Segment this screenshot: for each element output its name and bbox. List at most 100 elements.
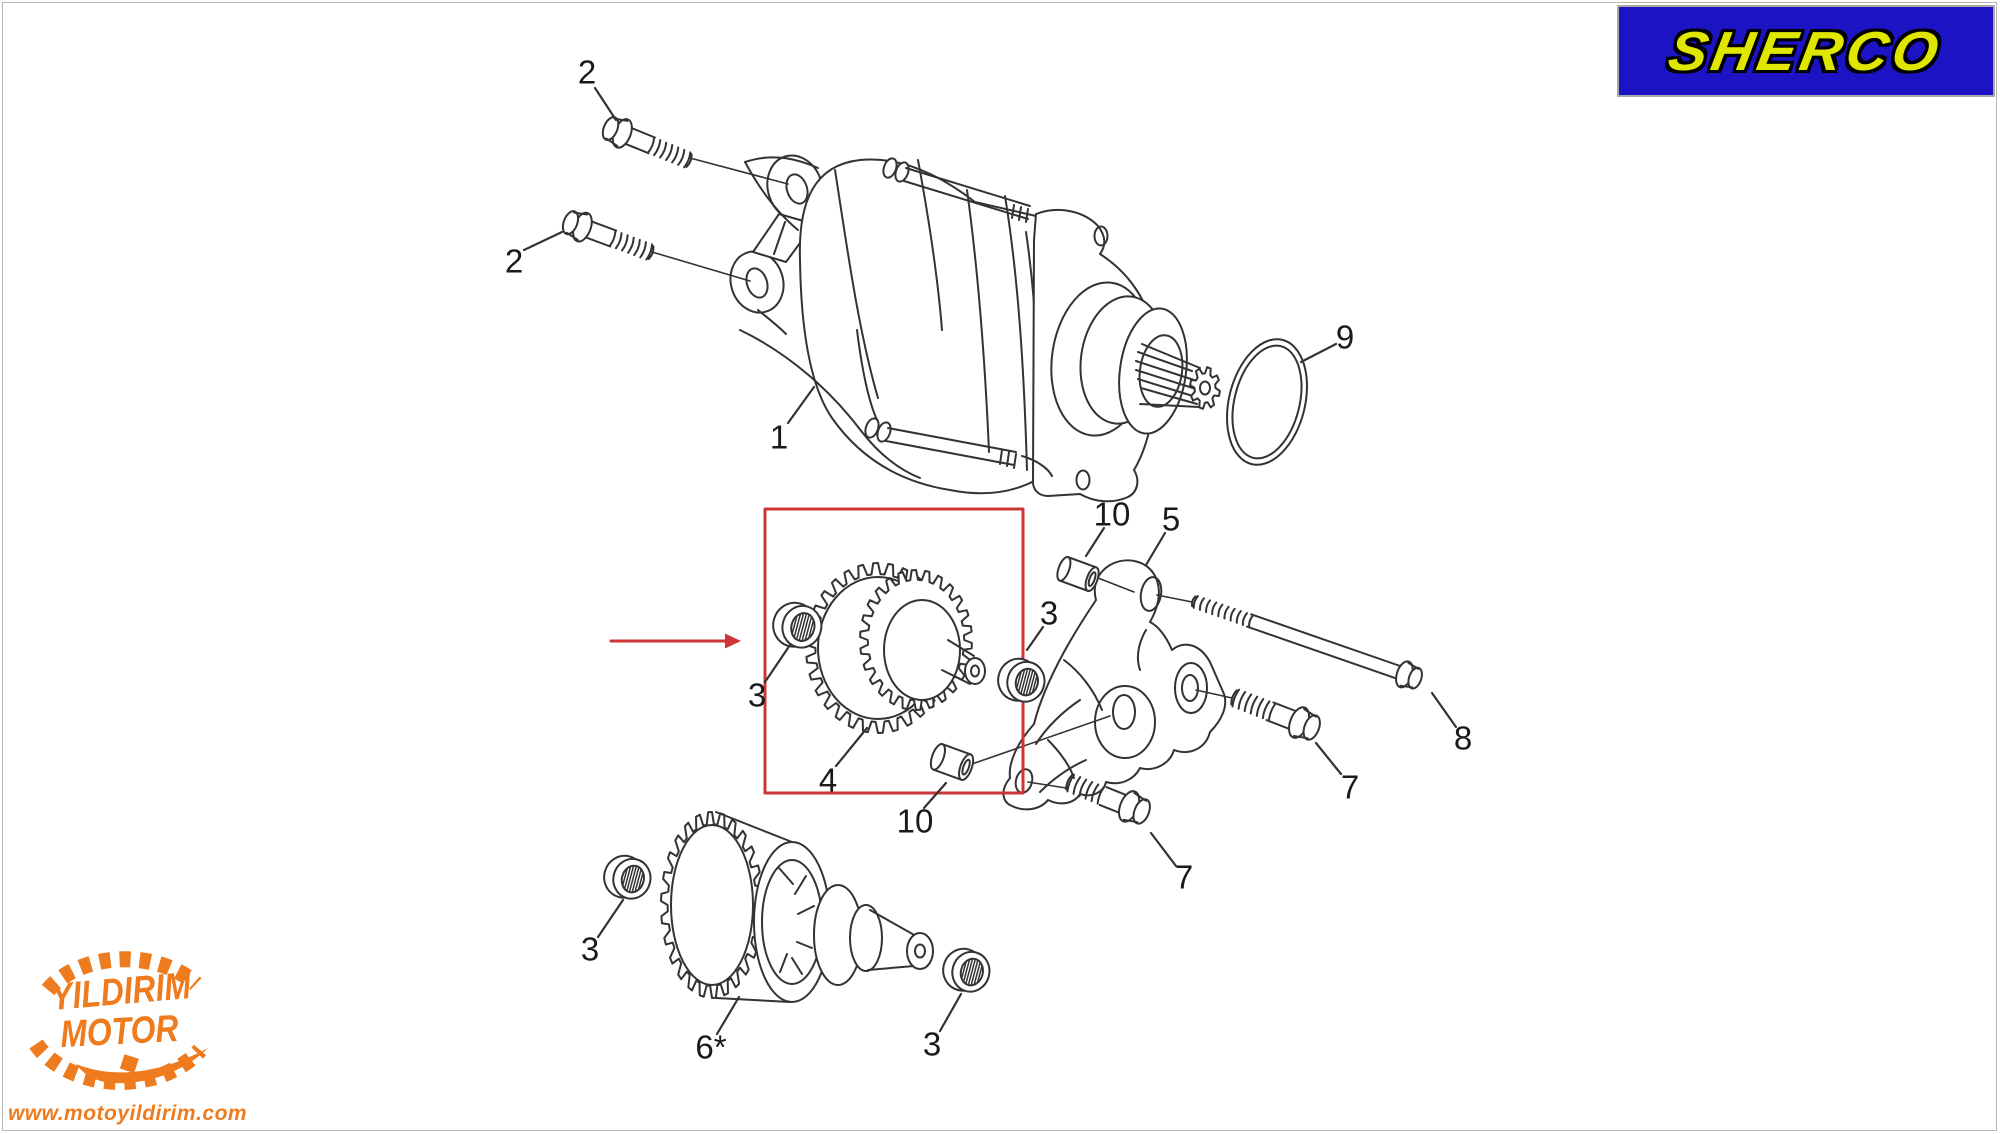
- bracket-drawing: [1002, 559, 1227, 811]
- gear6-shaft-lines: [867, 909, 917, 971]
- bushing-10-lower-drawing: [929, 743, 975, 781]
- callout-leader-3: [938, 992, 963, 1033]
- dealer-logo: YILDIRIM MOTOR: [18, 946, 238, 1102]
- bolt-shank: [620, 125, 693, 169]
- gear-arc-top: [41, 951, 202, 996]
- sherco-logo-badge: SHERCO: [1617, 5, 1995, 97]
- callout-label-2: 2: [505, 243, 523, 280]
- bracket-eye-hole: [1181, 674, 1199, 702]
- bracket-boss-hole: [1112, 694, 1136, 730]
- gear6-shaft-tip: [906, 932, 934, 970]
- needle-bearings-drawing: [603, 601, 1046, 993]
- gear4-hub-hole: [970, 664, 980, 678]
- idler-gear-rings: [805, 562, 973, 734]
- starter-clutch-gear-drawing: [660, 811, 934, 1003]
- flange-bolt-2b-drawing: [561, 210, 655, 261]
- assembly-axis-lines: [651, 157, 1233, 789]
- bolt-head-sides: [1399, 661, 1420, 689]
- o-ring-inner: [1231, 344, 1303, 460]
- callout-label-2: 2: [578, 54, 596, 91]
- flange-tip-lines: [744, 156, 819, 263]
- bolt-shank: [1065, 773, 1131, 816]
- bolt-head-sides: [1122, 792, 1147, 824]
- callout-label-1: 1: [770, 419, 788, 456]
- bushing: [1056, 555, 1100, 593]
- starter-clutch-gear-ring: [660, 811, 764, 999]
- bracket-boss: [1094, 685, 1156, 759]
- callout-label-6*: 6*: [695, 1029, 726, 1066]
- small-gear: [119, 1054, 139, 1074]
- callout-leader-3: [1025, 625, 1045, 652]
- callout-leader-7: [1314, 741, 1343, 776]
- callout-leader-9: [1299, 342, 1338, 364]
- callout-label-3: 3: [1040, 595, 1058, 632]
- bushing-10-upper-drawing: [1056, 555, 1100, 593]
- callout-leader-3: [763, 643, 792, 684]
- bolt-shank: [581, 219, 655, 261]
- needle-bearing: [997, 657, 1046, 703]
- dealer-gear-art: YILDIRIM MOTOR: [29, 951, 208, 1090]
- bolt-head-hex: [1132, 798, 1151, 825]
- motor-body: [798, 158, 1037, 495]
- gear6-connectors: [715, 811, 793, 1003]
- brand-name: SHERCO: [1664, 20, 1948, 82]
- callout-leader-5: [1144, 531, 1167, 567]
- bolt-head-hex: [1407, 666, 1423, 690]
- callout-leader-1: [786, 385, 816, 425]
- gear6-shaft-hole: [914, 943, 926, 959]
- callout-leader-10: [1084, 526, 1106, 558]
- callout-label-5: 5: [1162, 501, 1180, 538]
- spline-shaft: [1135, 343, 1201, 408]
- long-bolt-8-drawing: [1191, 595, 1423, 690]
- bracket-silhouette: [1002, 559, 1227, 811]
- tie-rod-top: [882, 157, 1031, 223]
- bracket-eye: [1174, 662, 1208, 714]
- end-plate-hole-top: [1093, 225, 1109, 247]
- tie-rod-bottom: [864, 417, 1053, 477]
- callout-leader-7: [1149, 831, 1178, 868]
- callout-label-7: 7: [1175, 859, 1193, 896]
- callout-label-10: 10: [897, 803, 934, 840]
- highlight-annotation: [609, 507, 1025, 795]
- highlight-box: [763, 507, 1025, 795]
- gear4-hub-end: [964, 657, 986, 685]
- motor-skirt: [739, 309, 921, 479]
- callout-label-9: 9: [1336, 319, 1354, 356]
- bolt-head-hex: [561, 210, 580, 236]
- swoosh: [76, 1048, 208, 1084]
- spline-star-tip: [1189, 366, 1221, 410]
- idler-gear-drawing: [805, 562, 986, 734]
- gear4-hub-lines: [941, 639, 975, 685]
- end-plate-hole-bottom: [1075, 469, 1091, 491]
- gear6-rim: [670, 824, 754, 986]
- callout-label-3: 3: [581, 931, 599, 968]
- needle-bearing: [942, 947, 991, 993]
- callout-leader-2: [522, 230, 564, 252]
- o-ring-drawing: [1226, 338, 1308, 466]
- bolt-shank: [1230, 688, 1301, 732]
- highlight-arrowhead: [725, 633, 741, 649]
- bushing: [929, 743, 975, 781]
- bolt-head-sides: [1292, 708, 1317, 740]
- motor-body-contours: [834, 159, 1028, 471]
- bolt-7-low-drawing: [1065, 773, 1151, 825]
- callout-label-4: 4: [819, 762, 837, 799]
- gear4-face: [883, 599, 961, 701]
- callout-leader-6*: [715, 995, 741, 1036]
- callout-leader-4: [834, 726, 869, 768]
- callout-leader-8: [1430, 691, 1458, 729]
- flange-hole-bottom: [745, 267, 769, 299]
- callout-label-8: 8: [1454, 720, 1472, 757]
- bracket-detail-lines: [1035, 629, 1147, 793]
- dealer-line2: MOTOR: [59, 1007, 180, 1055]
- flange-hole-top: [785, 173, 809, 205]
- gear6-cone-2: [849, 904, 883, 972]
- flange-ear-bottom: [729, 250, 785, 314]
- callout-leader-10: [922, 781, 948, 810]
- callout-label-10: 10: [1094, 496, 1131, 533]
- callout-label-3: 3: [748, 677, 766, 714]
- gear6-teeth: [660, 811, 764, 999]
